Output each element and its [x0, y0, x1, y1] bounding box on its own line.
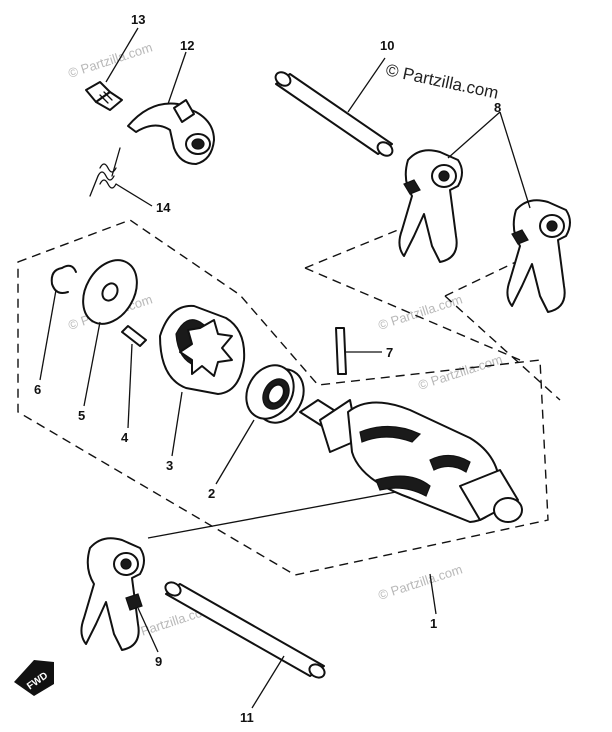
shift-fork-part-8-b — [506, 199, 571, 313]
spring-part-14 — [89, 147, 121, 197]
bolt-part-13 — [85, 81, 123, 111]
callout-2: 2 — [208, 486, 215, 501]
callout-4: 4 — [121, 430, 129, 445]
leader-5 — [83, 321, 101, 407]
pin-part-4 — [121, 325, 147, 347]
callout-7: 7 — [386, 345, 393, 360]
callout-9: 9 — [155, 654, 162, 669]
leader-14 — [115, 183, 153, 207]
leader-6 — [39, 289, 57, 381]
callout-8: 8 — [494, 100, 501, 115]
callout-6: 6 — [34, 382, 41, 397]
callout-3: 3 — [166, 458, 173, 473]
callout-12: 12 — [180, 38, 194, 53]
watermark-bottom-right: © Partzilla.com — [376, 562, 464, 603]
callout-11: 11 — [240, 710, 254, 725]
shift-fork-part-8-a — [398, 149, 463, 263]
watermark-main: © Partzilla.com — [384, 60, 500, 102]
segment-part-3 — [159, 304, 246, 395]
washer-part-5 — [82, 259, 138, 325]
leader-10 — [347, 57, 386, 113]
shift-fork-part-9 — [80, 537, 145, 651]
leader-1 — [429, 573, 437, 615]
leader-9-to-drum — [147, 491, 397, 539]
leader-13 — [105, 27, 139, 83]
leader-2 — [215, 419, 255, 485]
circlip-part-6 — [50, 264, 77, 294]
dowel-pin-part-7 — [335, 327, 347, 375]
leader-9 — [137, 607, 159, 653]
callout-1: 1 — [430, 616, 437, 631]
shaft-part-11 — [164, 581, 326, 679]
callout-14: 14 — [156, 200, 171, 215]
watermark-mid-center: © Partzilla.com — [376, 292, 464, 333]
leader-3 — [171, 391, 183, 457]
callout-13: 13 — [131, 12, 145, 27]
callout-10: 10 — [380, 38, 394, 53]
leader-12 — [167, 51, 187, 105]
fwd-direction-marker: FWD — [14, 660, 54, 696]
callout-5: 5 — [78, 408, 85, 423]
leader-8 — [447, 111, 531, 209]
bearing-part-2 — [245, 364, 305, 424]
shaft-part-10 — [274, 71, 394, 157]
leader-4 — [127, 343, 133, 429]
shift-drum-part-1 — [299, 399, 523, 523]
leader-11 — [251, 655, 285, 709]
shift-lever-part-12 — [127, 99, 215, 165]
